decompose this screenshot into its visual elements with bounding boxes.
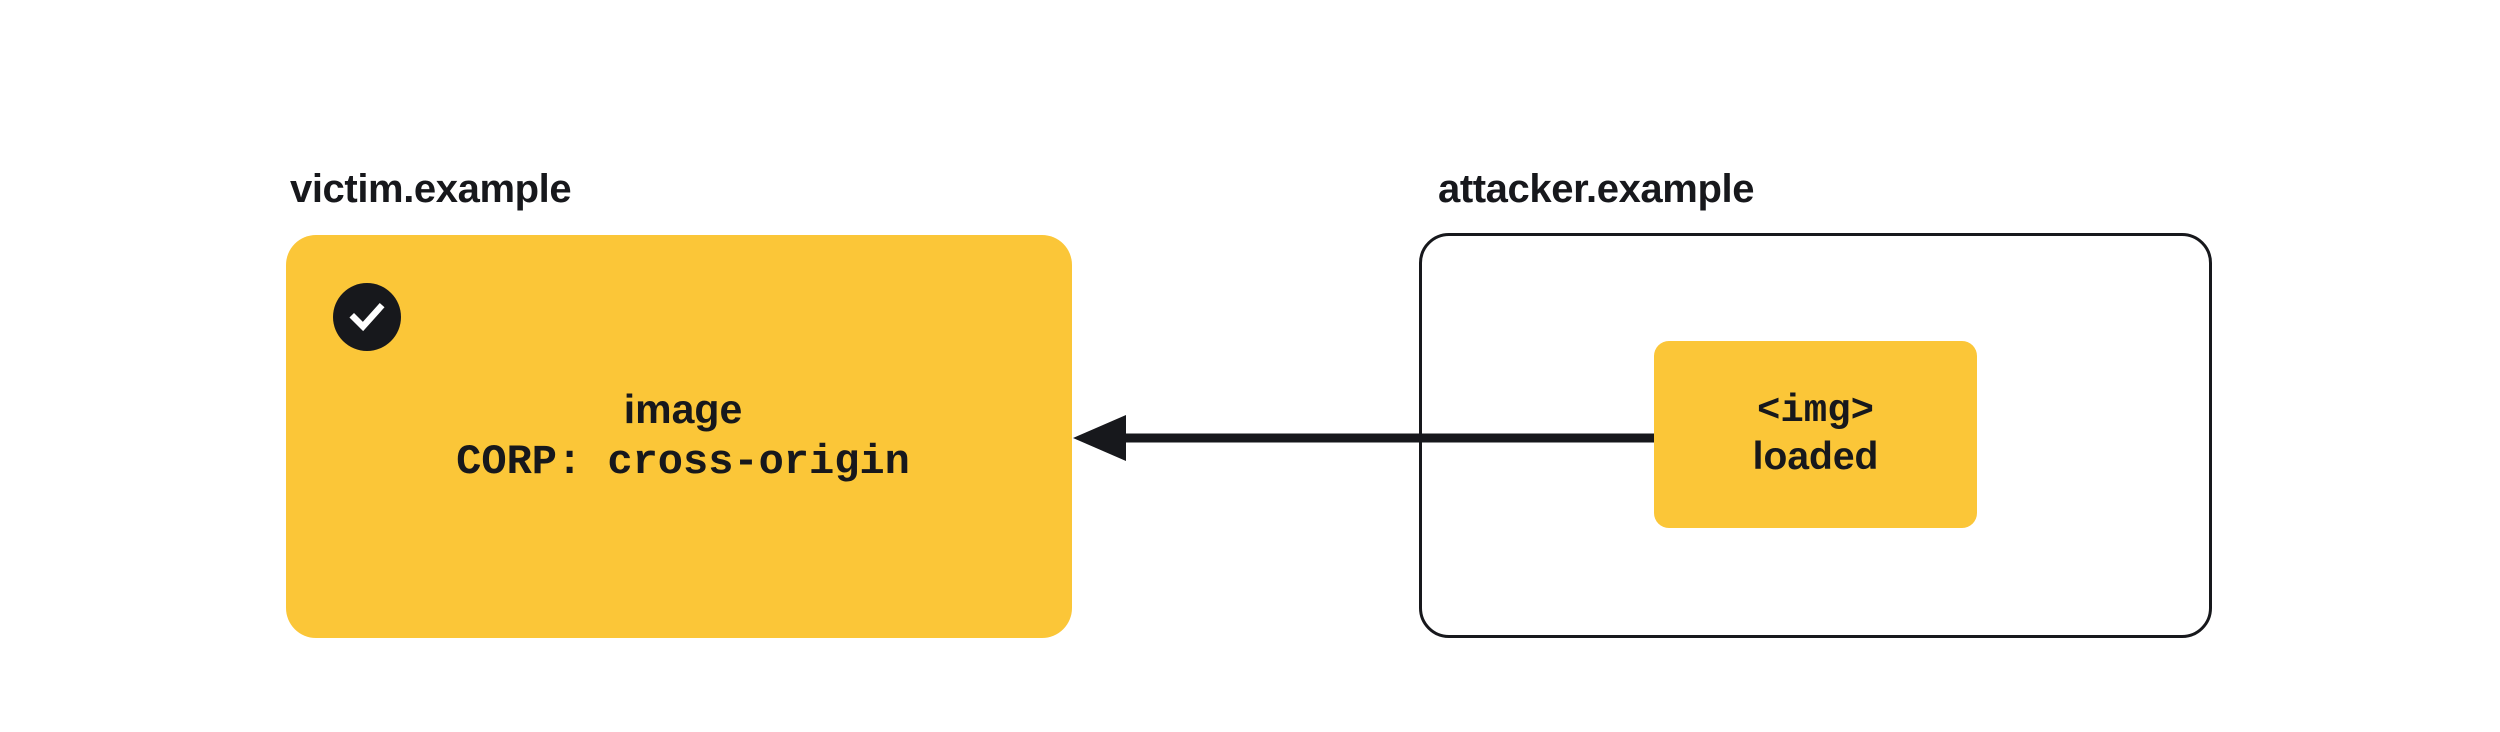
attacker-origin-label: attacker.example — [1438, 167, 1755, 211]
img-element-node: <img> loaded — [1654, 341, 1977, 528]
victim-origin-box: image CORP: cross-origin — [286, 235, 1072, 638]
victim-resource-text: image CORP: cross-origin — [286, 235, 1072, 638]
resource-corp-header: CORP: cross-origin — [456, 437, 910, 486]
attacker-origin-box — [1419, 233, 2212, 638]
img-tag-label: <img> — [1756, 389, 1875, 434]
victim-origin-label: victim.example — [290, 167, 572, 211]
request-arrow — [1060, 406, 1670, 470]
resource-title: image — [623, 386, 743, 433]
img-state-label: loaded — [1752, 435, 1879, 479]
check-circle-icon — [333, 283, 401, 351]
